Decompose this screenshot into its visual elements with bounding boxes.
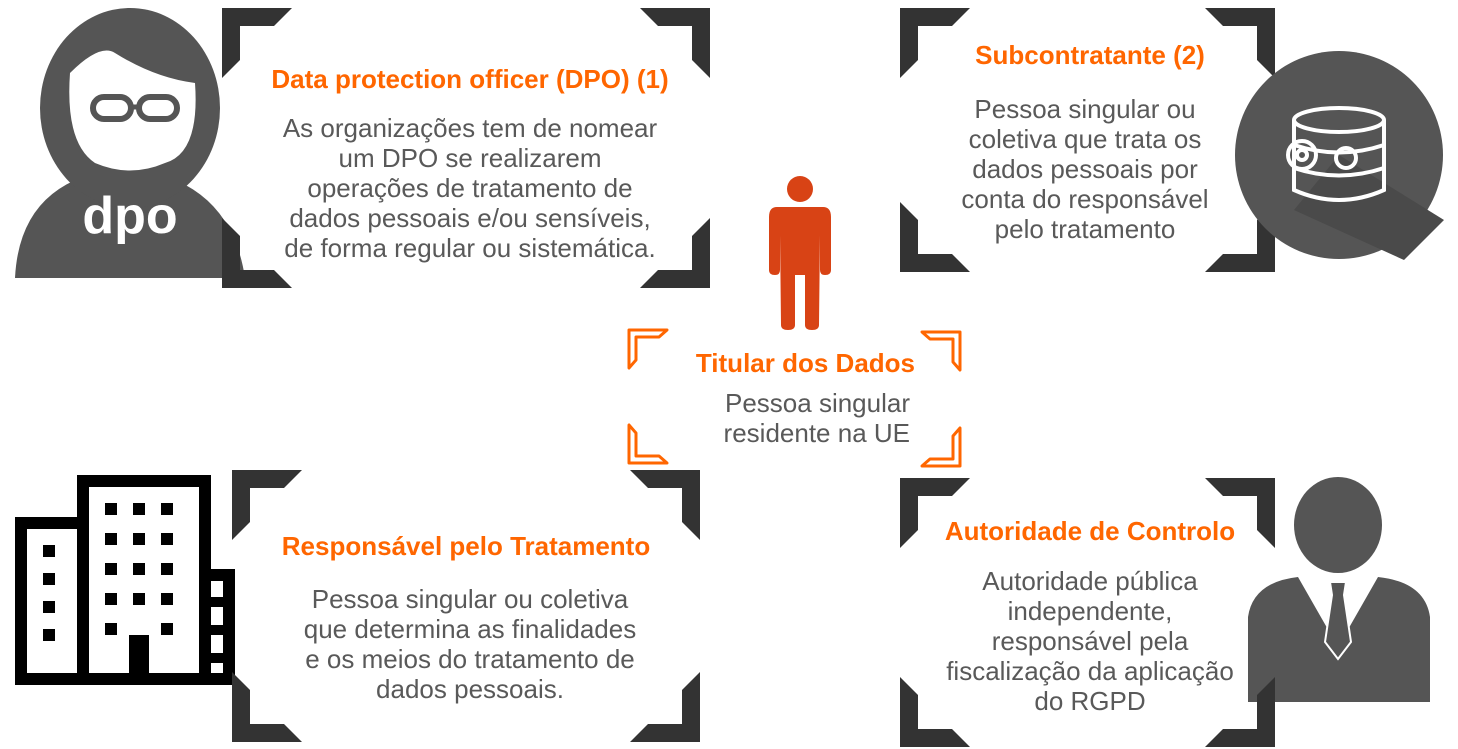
text-line: do RGPD: [1034, 686, 1146, 716]
text-line: Pessoa singular ou: [974, 94, 1196, 124]
text-line: de forma regular ou sistemática.: [284, 233, 656, 263]
text-line: dados pessoais por: [972, 154, 1198, 184]
text-line: operações de tratamento de: [307, 173, 633, 203]
text-line: As organizações tem de nomear: [282, 113, 658, 143]
orange-bracket-corner: [920, 426, 962, 468]
text-line: dados pessoais.: [376, 674, 564, 704]
orange-bracket-corner: [627, 423, 669, 465]
building-icon: [15, 475, 235, 685]
text-line: Pessoa singular ou coletiva: [311, 584, 629, 614]
bracket-corner: [640, 8, 710, 78]
bracket-corner: [630, 470, 700, 540]
bracket-corner: [900, 677, 970, 747]
resp-description: Pessoa singular ou coletiva que determin…: [240, 584, 700, 704]
resp-title: Responsável pelo Tratamento: [281, 531, 651, 561]
bracket-corner: [1205, 478, 1275, 548]
aut-title: Autoridade de Controlo: [944, 516, 1236, 546]
text-line: conta do responsável: [961, 184, 1209, 214]
businessman-icon: [1248, 477, 1430, 702]
database-gear-icon: [1235, 51, 1444, 260]
text-line: responsável pela: [991, 626, 1189, 656]
dpo-title: Data protection officer (DPO) (1): [271, 64, 669, 94]
text-line: residente na UE: [723, 418, 910, 448]
dpo-person-icon: [15, 8, 245, 278]
orange-bracket-corner: [920, 330, 962, 372]
bracket-corner: [1205, 677, 1275, 747]
text-line: Pessoa singular: [725, 388, 910, 418]
bracket-corner: [900, 478, 970, 548]
bracket-corner: [222, 218, 292, 288]
sub-title: Subcontratante (2): [975, 40, 1205, 70]
aut-description: Autoridade pública independente, respons…: [900, 566, 1280, 716]
text-line: pelo tratamento: [994, 214, 1176, 244]
sub-description: Pessoa singular ou coletiva que trata os…: [900, 94, 1270, 244]
bracket-corner: [900, 202, 970, 272]
text-line: coletiva que trata os: [968, 124, 1202, 154]
titular-title: Titular dos Dados: [695, 348, 915, 378]
bracket-corner: [900, 8, 970, 78]
bracket-corner: [232, 672, 302, 742]
person-icon: [769, 176, 831, 330]
text-line: dados pessoais e/ou sensíveis,: [289, 203, 651, 233]
bracket-corner: [1205, 8, 1275, 78]
titular-description: Pessoa singular residente na UE: [690, 388, 910, 448]
text-line: um DPO se realizarem: [338, 143, 602, 173]
dpo-description: As organizações tem de nomear um DPO se …: [240, 113, 700, 263]
bracket-corner: [222, 8, 292, 78]
text-line: fiscalização da aplicação: [946, 656, 1234, 686]
text-line: independente,: [1007, 596, 1173, 626]
dpo-icon-label: dpo: [82, 187, 178, 245]
bracket-corner: [630, 672, 700, 742]
bracket-corner: [640, 218, 710, 288]
text-line: Autoridade pública: [982, 566, 1198, 596]
text-line: e os meios do tratamento de: [305, 644, 635, 674]
orange-bracket-corner: [627, 328, 669, 370]
text-line: que determina as finalidades: [303, 614, 637, 644]
bracket-corner: [232, 470, 302, 540]
